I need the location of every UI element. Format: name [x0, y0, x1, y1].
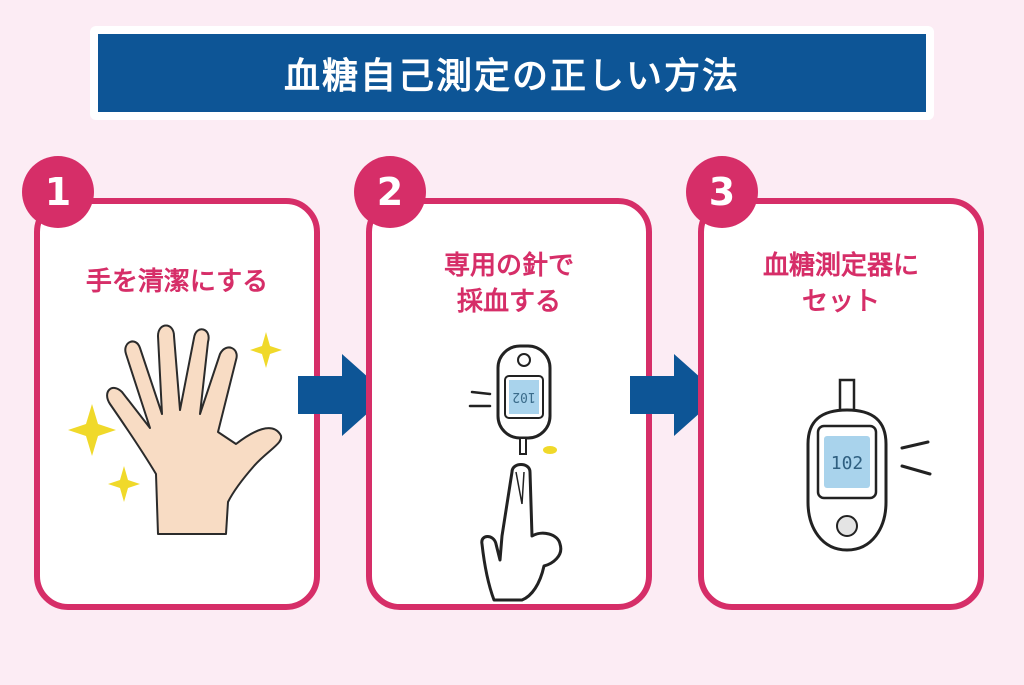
step-2-badge: 2	[354, 156, 426, 228]
glucose-meter-illustration: 102	[806, 378, 932, 552]
step-2-caption-line-1: 専用の針で	[443, 251, 574, 281]
step-2-caption: 専用の針で 採血する	[372, 248, 646, 320]
meter-display-text-3: 102	[831, 453, 864, 474]
arrow-right-icon	[298, 354, 388, 436]
step-card-1: 手を清潔にする	[34, 198, 320, 610]
step-3-caption-line-2: セット	[801, 287, 880, 317]
arrow-right-icon-2	[630, 354, 720, 436]
meter-display-text: 102	[512, 389, 535, 404]
step-3-caption: 血糖測定器に セット	[704, 248, 978, 320]
title-banner: 血糖自己測定の正しい方法	[90, 26, 934, 120]
step-card-3: 血糖測定器に セット 102	[698, 198, 984, 610]
step-3-caption-line-1: 血糖測定器に	[762, 251, 919, 281]
page-title: 血糖自己測定の正しい方法	[98, 34, 926, 112]
sparkle-icon	[68, 332, 282, 502]
lancet-meter-illustration: 102	[468, 344, 563, 602]
step-1-badge: 1	[22, 156, 94, 228]
step-3-badge: 3	[686, 156, 758, 228]
step-card-2: 専用の針で 採血する 102	[366, 198, 652, 610]
step-1-caption: 手を清潔にする	[40, 264, 314, 300]
step-2-caption-line-2: 採血する	[456, 287, 561, 317]
hand-illustration	[68, 324, 283, 535]
finger-shape	[480, 463, 563, 602]
hand-shape	[106, 324, 283, 535]
step-1-caption-line-1: 手を清潔にする	[85, 267, 269, 297]
